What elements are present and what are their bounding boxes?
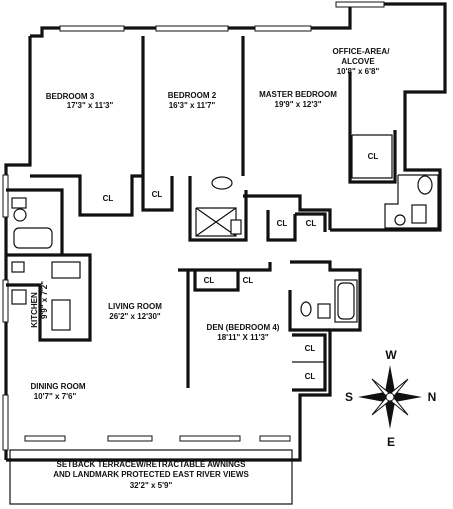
- office-name-2: ALCOVE: [341, 57, 375, 66]
- office-dims: 10'8" x 6'8": [337, 67, 380, 76]
- living-room-dims: 26'2" x 12'30": [109, 312, 161, 321]
- bedroom2-name: BEDROOM 2: [168, 91, 217, 100]
- dining-room-dims: 10'7" x 7'6": [34, 392, 77, 401]
- compass-n-label: N: [428, 390, 437, 404]
- terrace-dims: 32'2" x 5'9": [130, 481, 173, 490]
- dining-room-name: DINING ROOM: [30, 382, 85, 391]
- compass-point-n: [390, 392, 422, 402]
- compass-s-label: S: [345, 390, 353, 404]
- bedroom2-dims: 16'3" x 11'7": [169, 101, 216, 110]
- closet-label: CL: [204, 276, 215, 285]
- bedroom3-name: BEDROOM 3: [46, 92, 95, 101]
- kitchen-dims: 9'9" x 7'2": [40, 281, 49, 319]
- kitchen-name: KITCHEN: [30, 292, 39, 328]
- compass-e-label: E: [387, 435, 395, 449]
- closet-label: CL: [305, 344, 316, 353]
- closet-label: CL: [103, 194, 114, 203]
- bedroom3-dims: 17'3" x 11'3": [67, 101, 114, 110]
- terrace-line-2: AND LANDMARK PROTECTED EAST RIVER VIEWS: [53, 470, 249, 479]
- compass-point-w: [385, 365, 395, 397]
- office-name-1: OFFICE-AREA/: [333, 47, 391, 56]
- den-dims: 18'11" X 11'3": [217, 333, 269, 342]
- closet-label: CL: [368, 152, 379, 161]
- closet-label: CL: [243, 276, 254, 285]
- compass-point-e: [385, 397, 395, 429]
- master-bedroom-name: MASTER BEDROOM: [259, 90, 337, 99]
- master-bedroom-dims: 19'9" x 12'3": [275, 100, 322, 109]
- living-room-name: LIVING ROOM: [108, 302, 162, 311]
- den-name: DEN (BEDROOM 4): [207, 323, 280, 332]
- fixtures: [11, 175, 433, 331]
- interior-walls: [6, 36, 439, 392]
- closet-label: CL: [306, 219, 317, 228]
- closet-label: CL: [277, 219, 288, 228]
- closet-label: CL: [152, 190, 163, 199]
- terrace-line-1: SETBACK TERRACEW/RETRACTABLE AWNINGS: [57, 460, 247, 469]
- closet-label: CL: [305, 372, 316, 381]
- windows: [2, 1, 385, 451]
- compass-point-s: [358, 392, 390, 402]
- compass-rose: [358, 365, 422, 429]
- compass-w-label: W: [385, 348, 397, 362]
- closet-labels: CL CL CL CL CL CL CL CL CL: [103, 152, 379, 381]
